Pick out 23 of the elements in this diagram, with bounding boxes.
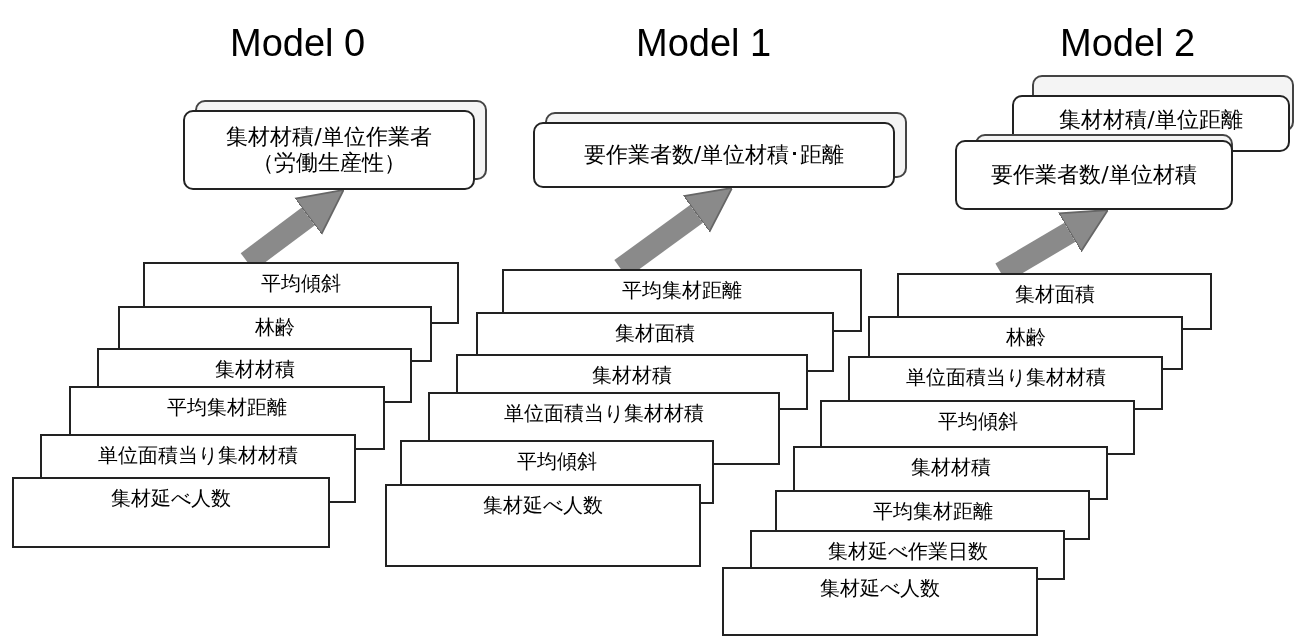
factor-box: 集材延べ人数: [12, 477, 330, 548]
factor-box: 集材材積: [456, 354, 808, 392]
factor-box: 集材延べ人数: [385, 484, 701, 567]
factor-box: 単位面積当り集材材積: [428, 392, 780, 440]
factor-box: 集材材積: [793, 446, 1108, 490]
model-title: Model 0: [230, 22, 366, 65]
factor-box: 林齢: [868, 316, 1183, 356]
factor-box: 平均集材距離: [502, 269, 862, 312]
factor-box: 集材延べ人数: [722, 567, 1038, 636]
factor-box: 平均傾斜: [143, 262, 459, 306]
model-title: Model 2: [1060, 22, 1196, 65]
factor-box: 単位面積当り集材材積: [848, 356, 1163, 400]
factor-box: 平均傾斜: [820, 400, 1135, 446]
factor-box: 集材材積: [97, 348, 412, 386]
factor-box: 単位面積当り集材材積: [40, 434, 356, 477]
factor-box: 平均集材距離: [775, 490, 1090, 530]
factor-box: 集材面積: [476, 312, 834, 354]
factor-box: 平均集材距離: [69, 386, 385, 434]
factor-box: 平均傾斜: [400, 440, 714, 484]
model-title: Model 1: [636, 22, 772, 65]
factor-box: 林齢: [118, 306, 432, 348]
factor-box: 集材面積: [897, 273, 1212, 316]
factor-box: 集材延べ作業日数: [750, 530, 1065, 567]
